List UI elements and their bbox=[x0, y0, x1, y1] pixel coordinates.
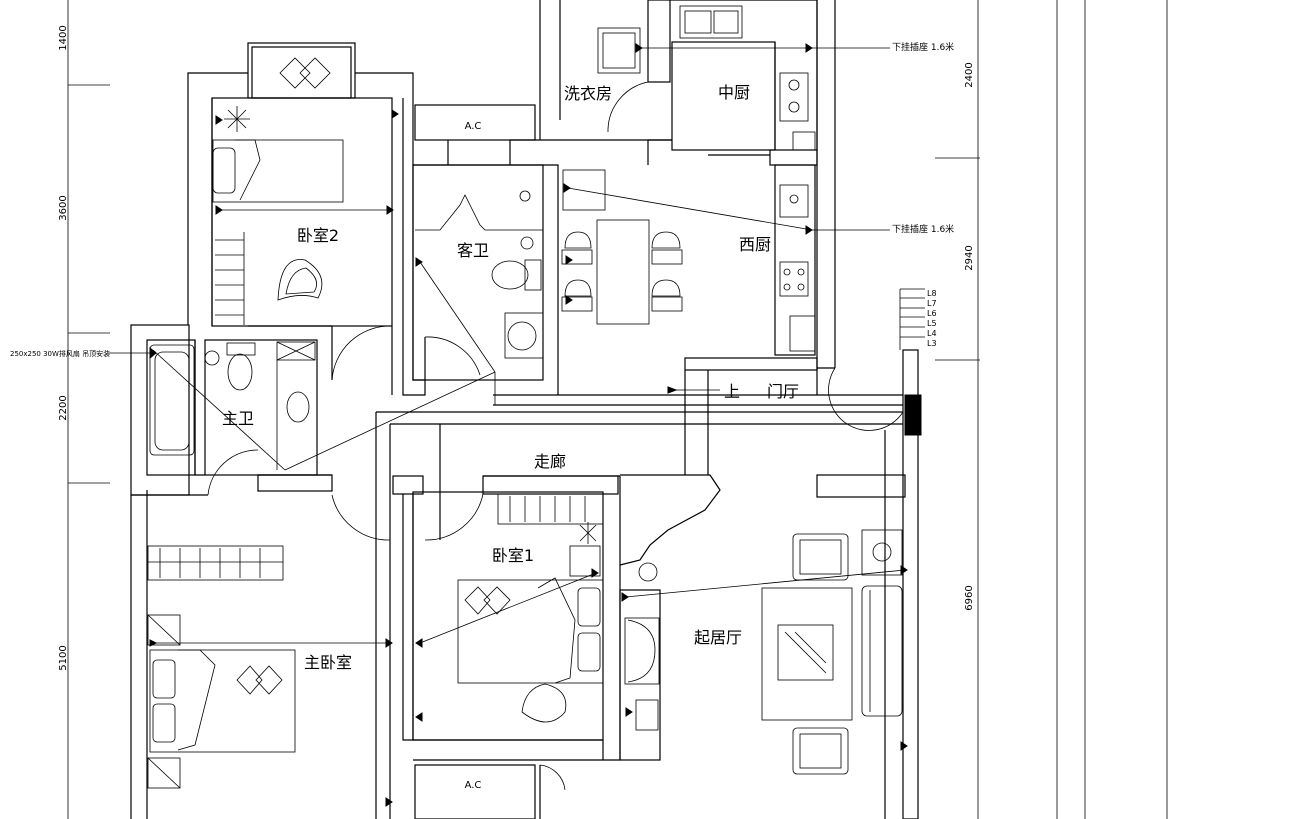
dim-left-1400: 1400 bbox=[58, 25, 69, 50]
circuit-label: L7 bbox=[927, 299, 937, 308]
room-bedroom1: 卧室1 bbox=[492, 546, 534, 565]
room-master-bath: 主卫 bbox=[222, 409, 254, 428]
circuit-label: L8 bbox=[927, 289, 937, 298]
room-laundry: 洗衣房 bbox=[564, 84, 612, 103]
room-guest-bath: 客卫 bbox=[457, 241, 489, 260]
dim-left-2200: 2200 bbox=[58, 395, 69, 420]
room-chinese-kitchen: 中厨 bbox=[718, 83, 750, 102]
socket-note-top: 下挂插座 1.6米 bbox=[892, 41, 954, 53]
dim-left-5100: 5100 bbox=[58, 645, 69, 670]
socket-note-mid: 下挂插座 1.6米 bbox=[892, 223, 954, 235]
door-swings bbox=[207, 81, 904, 791]
walls bbox=[130, 0, 922, 819]
ac-label-bottom: A.C bbox=[465, 780, 482, 791]
room-corridor: 走廊 bbox=[534, 452, 566, 471]
circuit-label: L3 bbox=[927, 339, 937, 348]
dim-left-3600: 3600 bbox=[58, 195, 69, 220]
room-entrance: 门厅 bbox=[767, 382, 799, 401]
dim-right-2400: 2400 bbox=[964, 62, 975, 87]
circuit-label: L5 bbox=[927, 319, 937, 328]
wiring bbox=[108, 47, 925, 644]
stair-up-label: 上 bbox=[724, 382, 740, 401]
room-master-bedroom: 主卧室 bbox=[304, 653, 352, 672]
fan-note: 250x250 30W排风扇 吊顶安装 bbox=[10, 349, 110, 358]
room-bedroom2: 卧室2 bbox=[297, 226, 339, 245]
ac-label-top: A.C bbox=[465, 121, 482, 132]
furniture bbox=[147, 5, 903, 789]
room-western-kitchen: 西厨 bbox=[739, 235, 771, 254]
fan-icon bbox=[224, 106, 597, 544]
circuit-label: L6 bbox=[927, 309, 937, 318]
room-living-room: 起居厅 bbox=[694, 628, 742, 647]
dim-right-2940: 2940 bbox=[964, 245, 975, 270]
circuit-label: L4 bbox=[927, 329, 937, 338]
dim-right-6960: 6960 bbox=[964, 585, 975, 610]
dimension-lines bbox=[67, 0, 1168, 819]
electrical-symbols bbox=[149, 43, 908, 807]
